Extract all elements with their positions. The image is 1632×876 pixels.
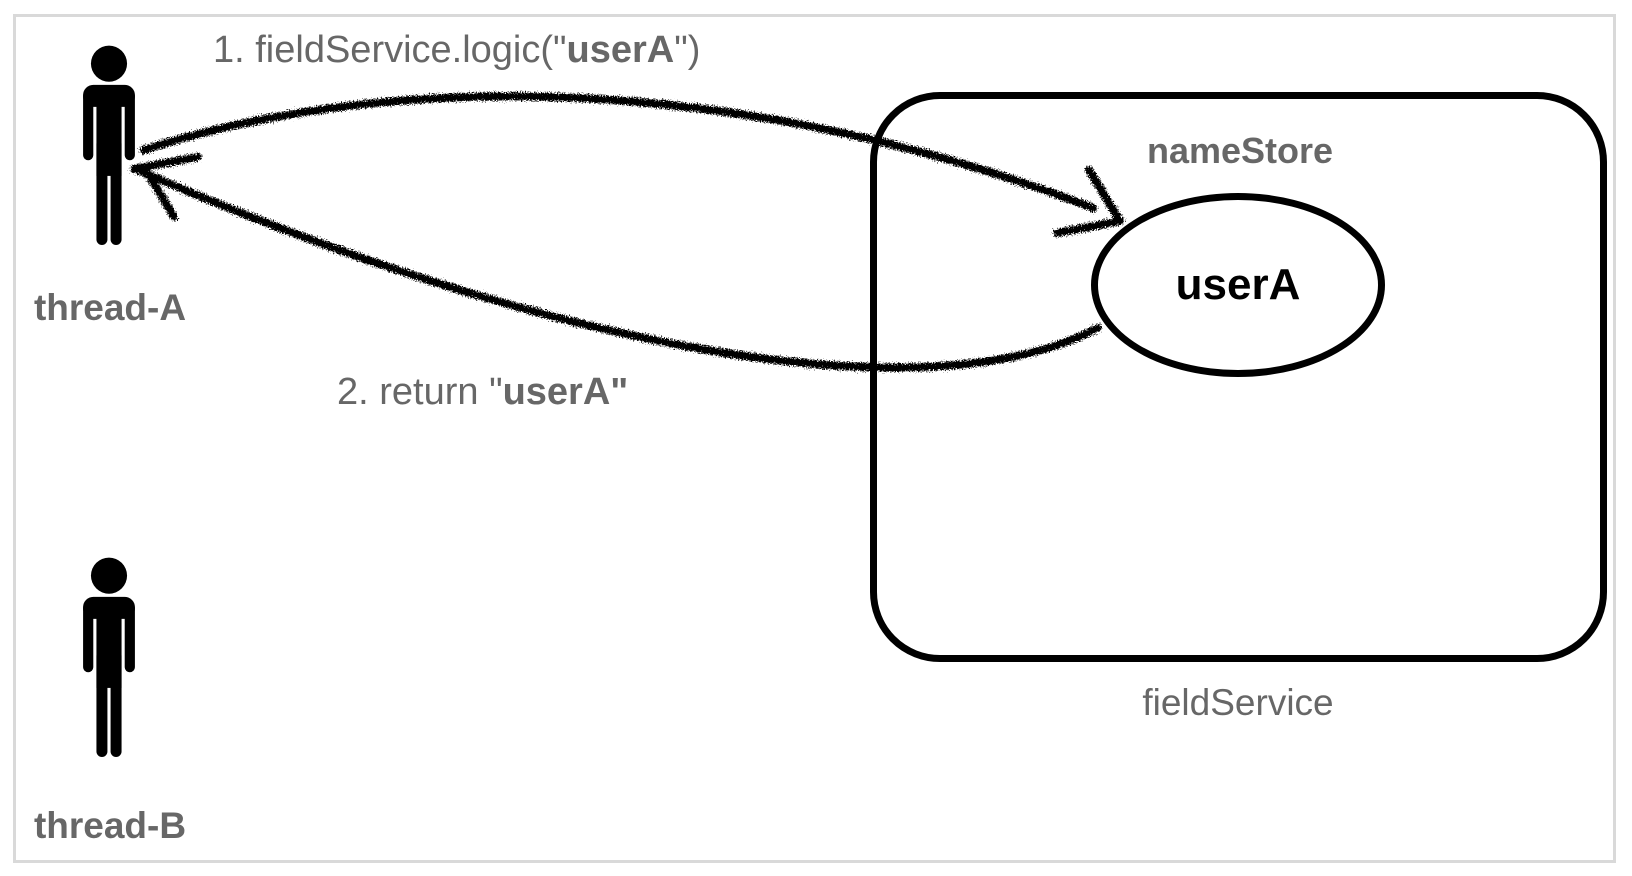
call-label-argument: userA — [566, 29, 675, 71]
user-a-value: userA — [1175, 260, 1301, 309]
return-label-value: userA" — [502, 371, 629, 413]
return-label-prefix: 2. return " — [337, 371, 503, 413]
user-a-ellipse: userA — [1091, 193, 1385, 377]
thread-a-label: thread-A — [33, 287, 187, 328]
field-service-box — [870, 92, 1607, 662]
return-arrow-label: 2. return "userA" — [337, 370, 628, 414]
thread-b-person-icon — [83, 557, 135, 758]
call-arrow-label: 1. fieldService.logic("userA") — [213, 28, 700, 72]
call-label-suffix: ") — [674, 29, 701, 71]
field-service-label: fieldService — [1142, 682, 1334, 723]
call-label-prefix: 1. fieldService.logic(" — [213, 29, 567, 71]
name-store-label: nameStore — [1146, 130, 1334, 171]
thread-a-person-icon — [83, 45, 135, 246]
thread-b-label: thread-B — [33, 805, 187, 846]
